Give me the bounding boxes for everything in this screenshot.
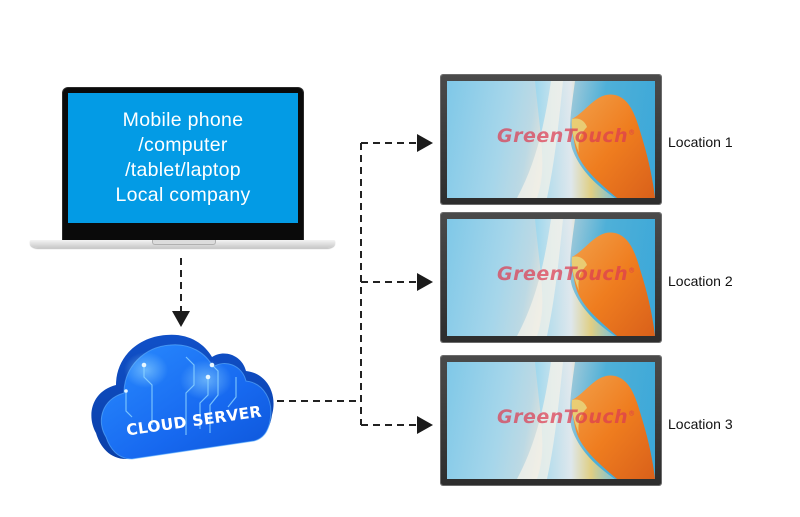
display-screen-2: GreenTouch® — [441, 213, 661, 342]
laptop-screen-line: Local company — [115, 184, 251, 206]
laptop-screen: Mobile phone /computer /tablet/laptop Lo… — [68, 93, 298, 223]
brand-name: GreenTouch — [497, 406, 629, 428]
display-wallpaper: GreenTouch® — [447, 81, 655, 198]
brand-watermark: GreenTouch® — [497, 406, 636, 428]
registered-mark: ® — [628, 409, 636, 418]
laptop-bezel: Mobile phone /computer /tablet/laptop Lo… — [63, 88, 303, 240]
display-wallpaper: GreenTouch® — [447, 362, 655, 479]
laptop-base — [30, 240, 335, 248]
laptop-screen-line: /tablet/laptop — [125, 159, 241, 181]
registered-mark: ® — [628, 266, 636, 275]
laptop-screen-line: Mobile phone — [122, 109, 244, 131]
brand-name: GreenTouch — [497, 263, 629, 285]
wallpaper-art-icon — [517, 81, 655, 198]
cloud-server-icon — [91, 334, 274, 460]
wallpaper-art-icon — [517, 362, 655, 479]
registered-mark: ® — [628, 128, 636, 137]
laptop-hinge-notch — [152, 240, 216, 245]
display-screen-1: GreenTouch® — [441, 75, 661, 204]
wallpaper-art-icon — [517, 219, 655, 336]
brand-watermark: GreenTouch® — [497, 263, 636, 285]
display-wallpaper: GreenTouch® — [447, 219, 655, 336]
location-label-1: Location 1 — [668, 134, 733, 150]
laptop-screen-line: /computer — [138, 134, 228, 156]
location-label-3: Location 3 — [668, 416, 733, 432]
brand-name: GreenTouch — [497, 125, 629, 147]
display-screen-3: GreenTouch® — [441, 356, 661, 485]
location-label-2: Location 2 — [668, 273, 733, 289]
brand-watermark: GreenTouch® — [497, 125, 636, 147]
